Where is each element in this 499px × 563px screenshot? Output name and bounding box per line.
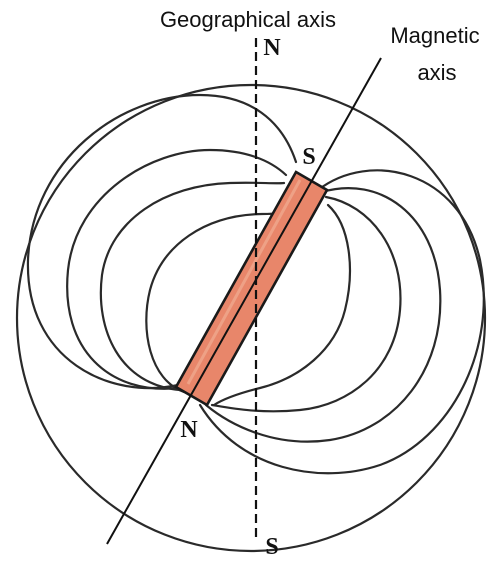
geographical-axis-label: Geographical axis xyxy=(160,7,336,32)
magnet-highlight xyxy=(188,180,300,384)
magnet-south-pole-label: S xyxy=(302,144,315,170)
magnet-north-pole-label: N xyxy=(180,417,198,443)
magnetic-axis-label-line1: Magnetic xyxy=(390,23,479,48)
geographic-north-label: N xyxy=(263,35,281,61)
magnetic-axis-label-line2: axis xyxy=(417,60,456,85)
geographic-south-label: S xyxy=(265,534,278,560)
